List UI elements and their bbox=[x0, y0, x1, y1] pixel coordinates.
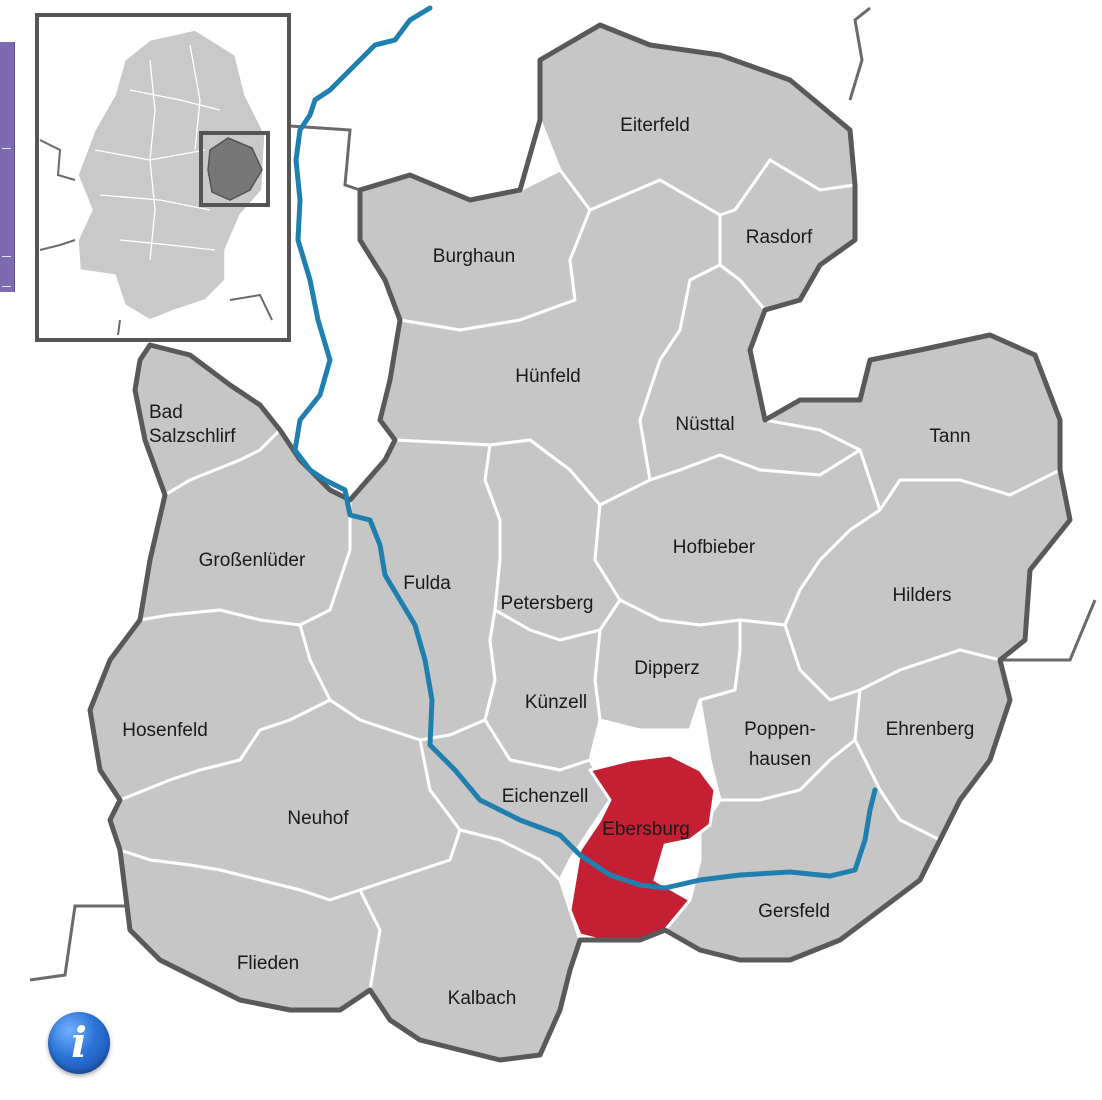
label-tann: Tann bbox=[929, 426, 970, 447]
label-grossenlueder: Großenlüder bbox=[199, 550, 306, 571]
label-fulda: Fulda bbox=[403, 573, 451, 594]
info-button[interactable]: i bbox=[48, 1012, 110, 1074]
label-flieden: Flieden bbox=[237, 953, 299, 974]
label-nuesttal: Nüsttal bbox=[675, 414, 734, 435]
label-burghaun: Burghaun bbox=[433, 246, 515, 267]
inset-district-borders bbox=[94, 44, 221, 261]
label-kuenzell: Künzell bbox=[525, 692, 587, 713]
inset-fulda-district bbox=[207, 137, 263, 201]
label-poppenhausen-line2: hausen bbox=[749, 749, 811, 770]
locator-inset-map bbox=[35, 13, 291, 342]
label-rasdorf: Rasdorf bbox=[746, 227, 813, 248]
label-ebersburg: Ebersburg bbox=[602, 819, 690, 840]
label-dipperz: Dipperz bbox=[634, 658, 699, 679]
label-gersfeld: Gersfeld bbox=[758, 901, 830, 922]
label-ehrenberg: Ehrenberg bbox=[886, 719, 975, 740]
label-bad-salzschlirf-line2: Salzschlirf bbox=[149, 426, 236, 447]
label-poppenhausen-line1: Poppen- bbox=[744, 719, 816, 740]
inset-state-outline bbox=[77, 29, 266, 321]
inset-highlight-box bbox=[199, 131, 270, 207]
label-eichenzell: Eichenzell bbox=[502, 786, 589, 807]
label-kalbach: Kalbach bbox=[448, 988, 517, 1009]
external-border-southwest bbox=[29, 904, 130, 982]
label-hofbieber: Hofbieber bbox=[673, 537, 756, 558]
label-neuhof: Neuhof bbox=[287, 808, 349, 829]
label-petersberg: Petersberg bbox=[501, 593, 594, 614]
info-icon: i bbox=[71, 1018, 87, 1067]
external-border-north bbox=[289, 124, 361, 192]
label-hilders: Hilders bbox=[892, 585, 951, 606]
inset-outer-borders bbox=[39, 139, 273, 336]
district-boundary bbox=[87, 22, 1073, 1063]
label-hosenfeld: Hosenfeld bbox=[122, 720, 208, 741]
label-huenfeld: Hünfeld bbox=[515, 366, 581, 387]
external-border-northeast bbox=[848, 6, 871, 101]
side-panel-tab[interactable] bbox=[0, 42, 15, 292]
label-bad-salzschlirf-line1: Bad bbox=[149, 402, 183, 423]
label-eiterfeld: Eiterfeld bbox=[620, 115, 690, 136]
external-border-east bbox=[1000, 599, 1097, 662]
river-fulda bbox=[292, 5, 878, 891]
